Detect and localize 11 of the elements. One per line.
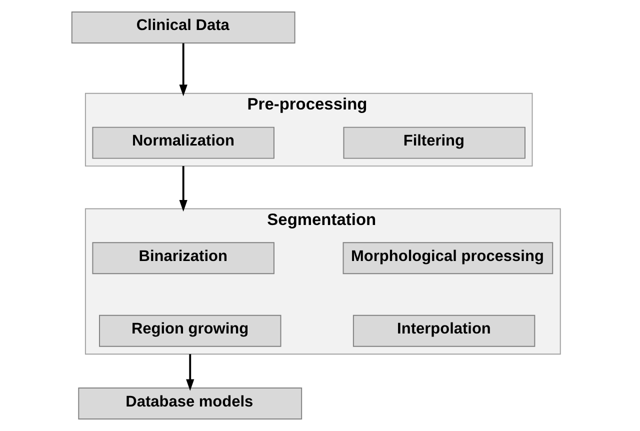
node-box: Binarization: [92, 242, 274, 274]
arrow: [179, 166, 188, 212]
node-box: Normalization: [92, 126, 274, 159]
node-box: Interpolation: [352, 314, 536, 347]
arrow: [186, 354, 194, 391]
node-box: Clinical Data: [71, 11, 296, 44]
node-box: Filtering: [343, 126, 526, 159]
node-box: Database models: [78, 388, 302, 420]
node-box: Region growing: [99, 314, 282, 347]
arrow: [179, 43, 188, 96]
node-box: Morphological processing: [342, 242, 554, 274]
